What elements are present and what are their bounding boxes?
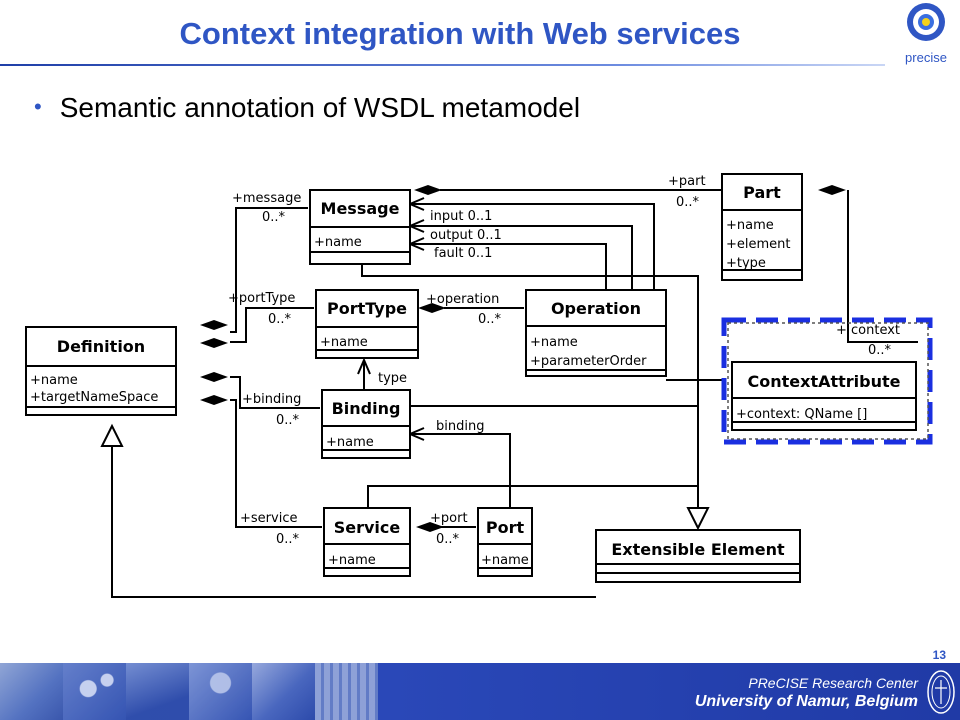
class-name: Message xyxy=(321,199,400,218)
role-label: +operation xyxy=(426,292,499,307)
role-label: +part xyxy=(668,174,706,189)
class-attr: +name xyxy=(320,335,368,350)
photo-keyboard xyxy=(315,663,378,720)
class-attr: +name xyxy=(30,373,78,388)
class-attr: +name xyxy=(530,335,578,350)
multiplicity-label: 0..* xyxy=(868,343,892,358)
class-attr: +name xyxy=(326,435,374,450)
highlight-box xyxy=(721,317,933,445)
class-name: ContextAttribute xyxy=(748,372,901,391)
role-label: +message xyxy=(232,191,301,206)
class-port: Port +name xyxy=(477,507,533,577)
uml-diagram: Definition +name +targetNameSpace Messag… xyxy=(25,173,933,598)
composition-diamonds xyxy=(200,185,846,532)
association-lines xyxy=(111,189,918,598)
class-attr: +parameterOrder xyxy=(530,354,647,369)
class-attr: +name xyxy=(314,235,362,250)
multiplicity-label: 0..* xyxy=(478,312,502,327)
generalization-triangle-icon xyxy=(100,423,124,447)
footer-bar xyxy=(0,663,960,720)
photo-books xyxy=(126,663,189,720)
multiplicity-label: 0..* xyxy=(262,210,286,225)
photo-handshake xyxy=(252,663,315,720)
photo-student xyxy=(189,663,252,720)
class-binding: Binding +name xyxy=(321,389,411,459)
class-attr: +element xyxy=(726,237,791,252)
multiplicity-label: 0..* xyxy=(268,312,292,327)
class-extensible-element: Extensible Element xyxy=(595,529,801,583)
class-attr: +name xyxy=(726,218,774,233)
class-operation: Operation +name +parameterOrder xyxy=(525,289,667,377)
role-label: +binding xyxy=(242,392,301,407)
multiplicity-label: 0..* xyxy=(276,532,300,547)
page-number: 13 xyxy=(932,648,946,662)
bullet-text: Semantic annotation of WSDL metamodel xyxy=(59,92,581,123)
assoc-label: fault 0..1 xyxy=(434,246,492,261)
class-attr: +name xyxy=(328,553,376,568)
assoc-label: type xyxy=(378,371,407,386)
class-name: Extensible Element xyxy=(611,540,785,559)
title-rule xyxy=(0,64,885,66)
class-definition: Definition +name +targetNameSpace xyxy=(25,326,177,416)
class-attr: +type xyxy=(726,256,766,271)
class-name: Port xyxy=(486,518,525,537)
logo-text: precise xyxy=(905,50,947,65)
role-label: +service xyxy=(240,511,297,526)
multiplicity-label: 0..* xyxy=(276,413,300,428)
assoc-label: binding xyxy=(436,419,484,434)
role-label: +portType xyxy=(228,291,295,306)
slide-title: Context integration with Web services xyxy=(179,16,741,51)
bullet-item: • Semantic annotation of WSDL metamodel xyxy=(34,92,580,124)
role-label: + context xyxy=(836,323,900,338)
class-name: Binding xyxy=(332,399,401,418)
class-message: Message +name xyxy=(309,189,411,265)
multiplicity-label: 0..* xyxy=(436,532,460,547)
footer-research-center: PReCISE Research Center xyxy=(748,675,918,691)
assoc-label: input 0..1 xyxy=(430,209,492,224)
university-seal-icon xyxy=(927,670,955,714)
class-contextattribute: ContextAttribute +context: QName [] xyxy=(731,361,917,431)
class-service: Service +name xyxy=(323,507,411,577)
footer-university: University of Namur, Belgium xyxy=(694,693,918,710)
class-name: PortType xyxy=(327,299,407,318)
multiplicity-label: 0..* xyxy=(676,195,700,210)
class-name: Definition xyxy=(57,337,145,356)
class-attr: +targetNameSpace xyxy=(30,390,158,405)
footer-photo-strip xyxy=(0,663,380,720)
assoc-label: output 0..1 xyxy=(430,228,502,243)
photo-apple-books xyxy=(0,663,63,720)
class-name: Service xyxy=(334,518,401,537)
class-attr: +name xyxy=(481,553,529,568)
class-name: Part xyxy=(743,183,781,202)
association-labels: +message 0..* +portType 0..* +binding 0.… xyxy=(228,174,900,547)
bullet-dot-icon: • xyxy=(34,94,42,119)
class-name: Operation xyxy=(551,299,641,318)
precise-logo: precise xyxy=(905,3,947,65)
highlight-inner-border xyxy=(727,322,929,440)
photo-molecule xyxy=(63,663,126,720)
generalization-triangle-icon xyxy=(686,507,710,531)
class-attr: +context: QName [] xyxy=(736,407,867,422)
class-porttype: PortType +name xyxy=(315,289,419,359)
role-label: +port xyxy=(430,511,468,526)
class-part: Part +name +element +type xyxy=(721,173,803,281)
